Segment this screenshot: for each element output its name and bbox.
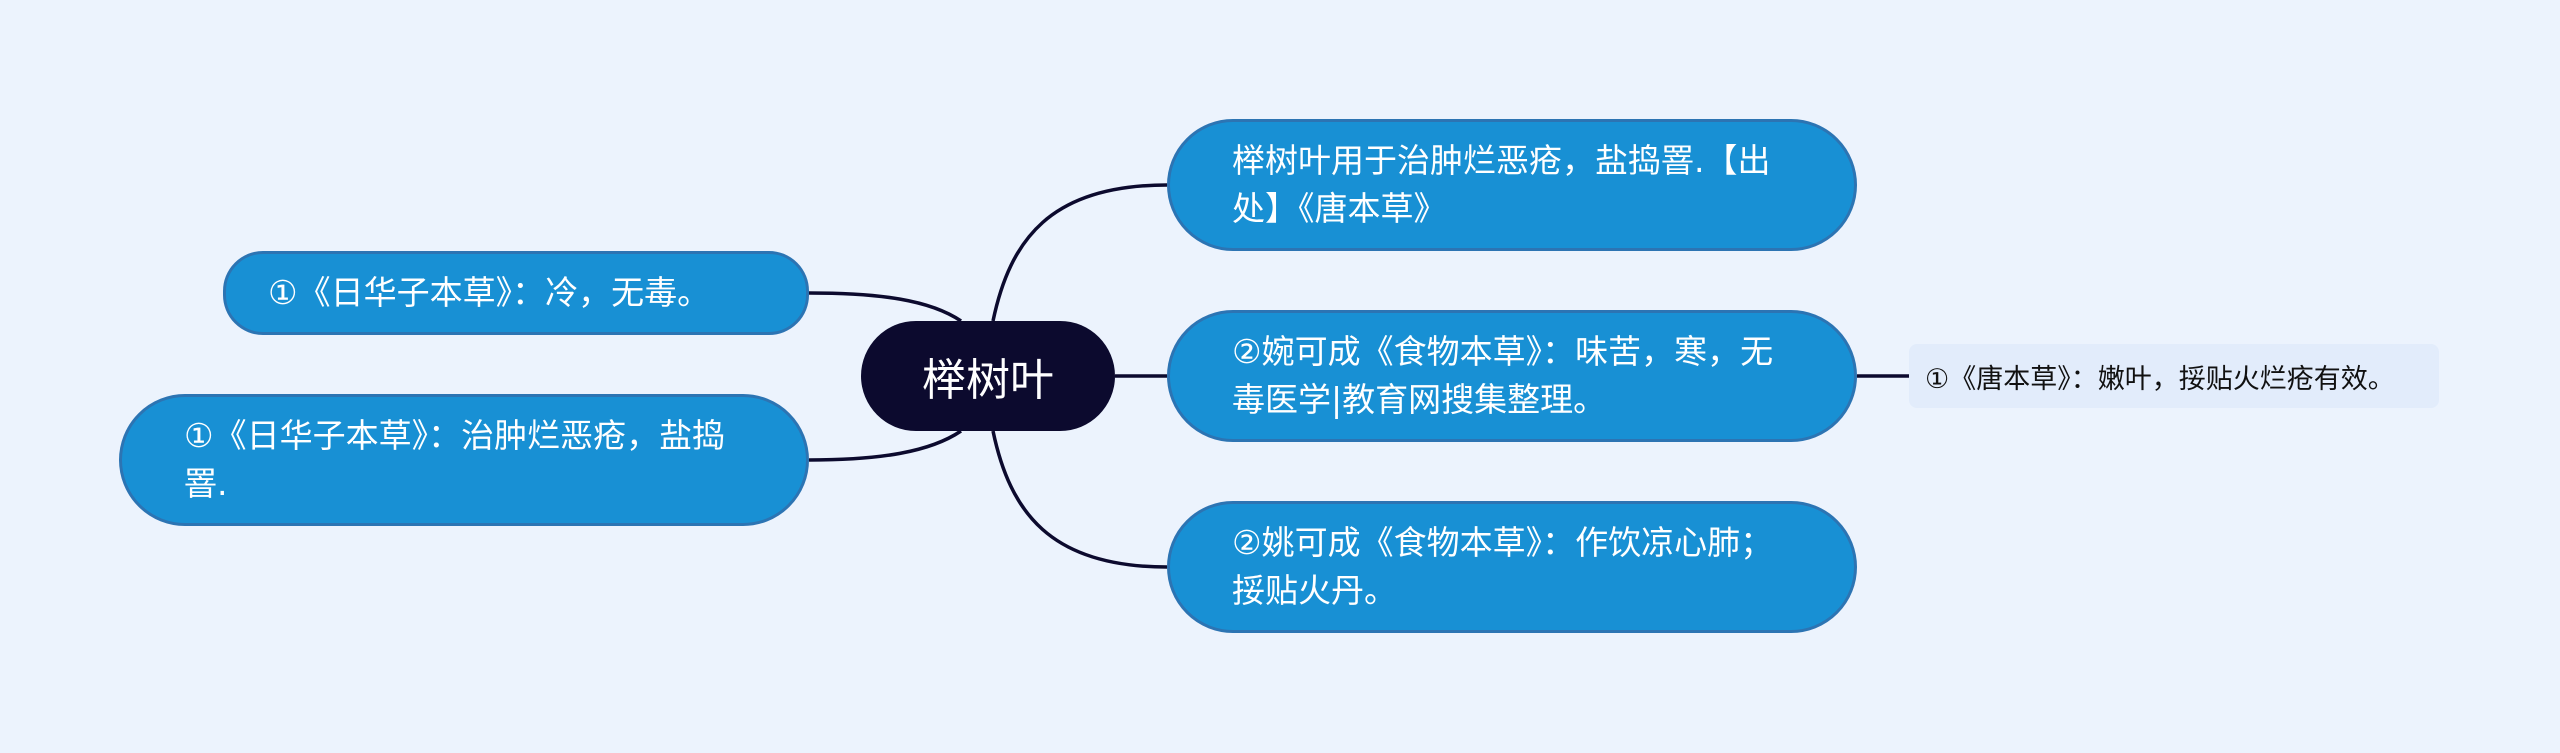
connector-root-to-right-branch-1 [991, 183, 1168, 322]
leaf-label: ①《唐本草》：嫩叶，挼贴火烂疮有效。 [1925, 363, 2395, 395]
right-branch-node-3[interactable]: ②姚可成《食物本草》：作饮凉心肺；挼贴火丹。 [1167, 501, 1857, 633]
left-branch-2-label: ①《日华子本草》：治肿烂恶疮，盐捣罯. [184, 416, 726, 503]
root-node[interactable]: 榉树叶 [861, 321, 1115, 431]
leaf-node[interactable]: ①《唐本草》：嫩叶，挼贴火烂疮有效。 [1909, 344, 2439, 408]
connector-root-to-left-branch-2 [808, 429, 962, 462]
right-branch-node-2[interactable]: ②婉可成《食物本草》：味苦，寒，无毒医学|教育网搜集整理。 [1167, 310, 1857, 442]
right-branch-1-label: 榉树叶用于治肿烂恶疮，盐捣罯.【出处】《唐本草》 [1232, 141, 1771, 228]
left-branch-node-1[interactable]: ①《日华子本草》：冷，无毒。 [223, 251, 809, 335]
right-branch-2-label: ②婉可成《食物本草》：味苦，寒，无毒医学|教育网搜集整理。 [1232, 332, 1774, 419]
root-label: 榉树叶 [922, 355, 1054, 406]
left-branch-1-label: ①《日华子本草》：冷，无毒。 [268, 273, 711, 312]
left-branch-node-2[interactable]: ①《日华子本草》：治肿烂恶疮，盐捣罯. [119, 394, 809, 526]
connector-root-to-right-branch-3 [991, 430, 1168, 569]
right-branch-node-1[interactable]: 榉树叶用于治肿烂恶疮，盐捣罯.【出处】《唐本草》 [1167, 119, 1857, 251]
right-branch-3-label: ②姚可成《食物本草》：作饮凉心肺；挼贴火丹。 [1232, 523, 1774, 610]
connector-root-to-left-branch-1 [808, 291, 962, 323]
